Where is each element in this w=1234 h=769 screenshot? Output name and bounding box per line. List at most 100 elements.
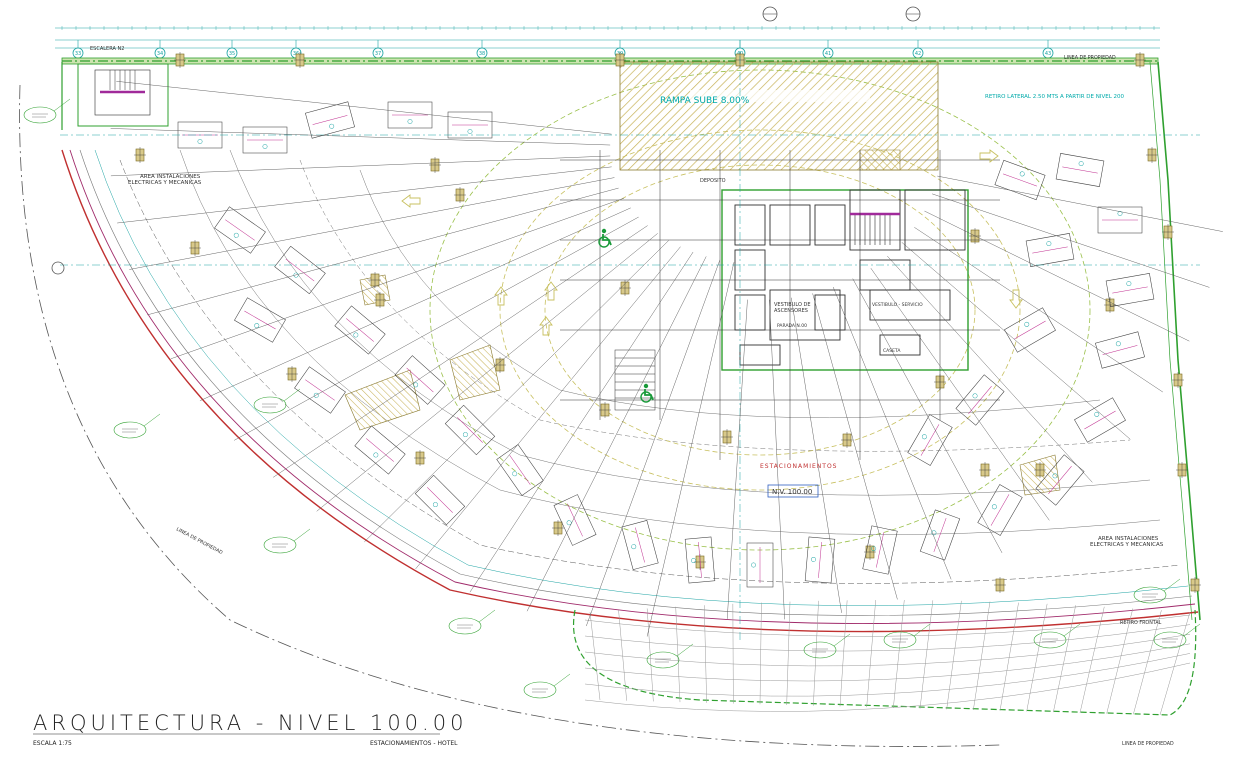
parking-bay [994,159,1046,201]
level-box: N.V. 100.00 [767,484,819,498]
plaza-radial [589,611,601,701]
grid-bubble-38: 38 [476,40,488,59]
stair-core-right [850,212,900,245]
grid-bubble-label: 43 [1045,51,1051,57]
area-inst-right-l2: ELECTRICAS Y MECANICAS [1090,542,1164,548]
plaza-radial [973,601,991,711]
top-grid-bubbles: 3334353637383940414243 [61,26,1155,59]
parking-bay [1035,454,1085,506]
plaza-radial [893,600,905,708]
parking-bay [214,206,266,254]
grid-bubble-41: 41 [822,40,834,59]
axis-lines [60,40,1200,640]
parking-bay [1074,397,1126,443]
parking-bay [553,494,597,546]
parking-bay [1055,153,1105,187]
grid-bubble-42: 42 [912,40,924,59]
property-line-right [1149,61,1201,621]
radial-line [932,193,1210,288]
parking-bay [496,444,544,496]
retiro-frontal-boundary [573,609,1197,716]
plaza-radial [813,600,819,706]
parking-bay [862,525,898,575]
plaza-radial [759,602,762,705]
parking-bay [621,520,659,570]
deposito-label: DEPOSITO [700,178,726,184]
radial-line [273,225,648,478]
plaza-ring [584,653,1191,697]
plaza-radial [1053,605,1076,713]
radial-line [924,210,1190,342]
plaza-radial [946,600,962,710]
grid-bubble-label: 37 [375,51,381,57]
radial-line [526,256,707,612]
radial-grid [110,81,1223,637]
drawing-subtitle: ESTACIONAMIENTOS - HOTEL [370,740,458,747]
radial-line [726,299,748,619]
callout [523,673,571,699]
radial-line [870,268,1050,521]
radial-line [586,259,721,627]
plaza-radial [1026,603,1048,712]
radial-line [852,278,1003,553]
radial-line [833,286,952,580]
top-dimension-lines [55,27,1160,49]
area-instalaciones-right: AREA INSTALACIONES ELECTRICAS Y MECANICA… [1090,536,1164,548]
parking-bay [234,297,286,343]
radial-line [316,233,658,512]
front-plaza-grid [584,600,1191,716]
callout [646,643,694,669]
plaza-radial [1159,611,1191,716]
parking-bay [334,305,386,355]
plaza-radial [675,606,681,703]
parking-bay [977,484,1023,536]
linea-propiedad-bottom-label: LINEA DE PROPIEDAD [1122,741,1174,747]
parking-bay [1105,273,1155,307]
radial-line [110,128,611,146]
hatched-shafts [344,149,1061,496]
plaza-radial [999,602,1019,711]
callout [23,98,71,124]
grid-bubble-33: 33 [72,40,84,59]
ring-arcs [179,149,1161,535]
callout [883,623,931,649]
callout [803,633,851,659]
area-inst-left-l1: AREA INSTALACIONES [140,174,201,180]
plaza-ring [584,624,1191,652]
parada-label: PARADA N.00 [777,323,807,329]
estacionamientos-label: ESTACIONAMIENTOS [760,463,838,470]
plaza-radial [1133,610,1162,715]
drawing-scale: ESCALA 1:75 [33,740,72,747]
area-inst-left-l2: ELECTRICAS Y MECANICAS [128,180,202,186]
callout [448,609,496,635]
section-marker-icon [905,6,921,22]
plaza-radial [919,600,934,709]
radial-line [415,246,681,570]
parking-bay [274,245,326,295]
level-box-text: N.V. 100.00 [772,488,812,496]
plaza-ring [584,614,1191,637]
section-marker-icon [762,6,778,22]
radial-line [937,175,1223,232]
parking-bay [804,536,836,584]
grid-bubble-label: 42 [915,51,921,57]
radial-line [364,240,669,543]
radial-line [117,166,612,224]
grid-bubble-43: 43 [1042,40,1054,59]
parking-bay [294,366,346,414]
plaza-ring [584,643,1191,682]
radial-line [147,187,619,316]
parking-bay [746,542,774,588]
radial-line [199,207,631,401]
annotation-callouts [23,98,1201,699]
radial-line [914,227,1163,393]
retiro-frontal-label: RETIRO FRONTAL [1120,620,1162,626]
parking-bay [394,355,446,405]
grid-bubble-label: 38 [479,51,485,57]
ramp-label: RAMPA SUBE 8.00% [660,96,750,106]
property-line-top [61,57,1159,65]
parking-bay [414,474,466,526]
plaza-radial [866,600,876,708]
callout [253,388,301,414]
grid-bubble-37: 37 [372,40,384,59]
